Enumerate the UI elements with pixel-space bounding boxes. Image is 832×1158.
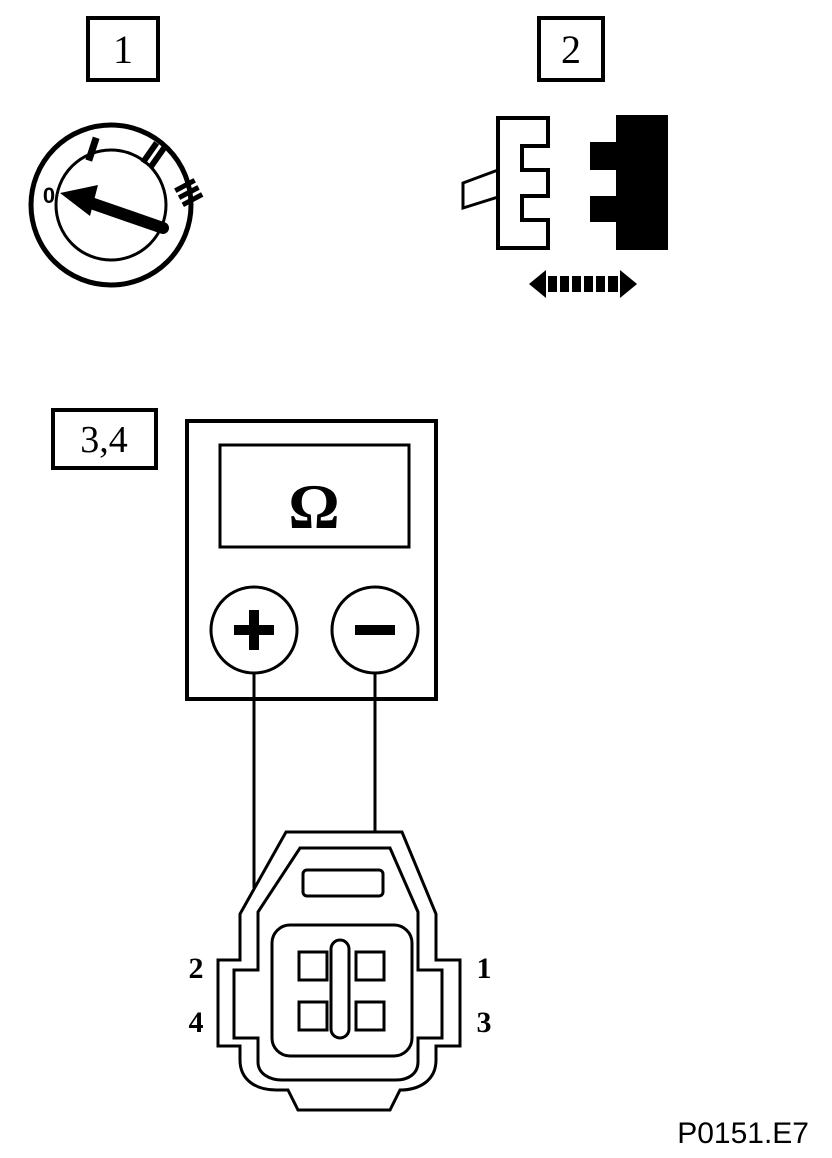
step-3-4-label: 3,4 bbox=[80, 419, 128, 461]
connector-pin-2 bbox=[297, 950, 329, 982]
pin-label-3: 3 bbox=[477, 1006, 492, 1039]
key-pointer-icon bbox=[60, 185, 169, 234]
connector-pin-3 bbox=[354, 1000, 386, 1032]
minus-icon bbox=[355, 625, 395, 635]
step-2-group: 2 bbox=[461, 16, 668, 298]
step-2-label: 2 bbox=[561, 27, 581, 72]
step-1-label-box bbox=[86, 16, 160, 82]
double-arrow-icon bbox=[529, 270, 637, 298]
ignition-switch-icon: 0 bbox=[28, 122, 204, 288]
step-1-group: 1 0 bbox=[28, 16, 204, 288]
pin-label-1: 1 bbox=[477, 952, 492, 985]
connector-disconnect-icon bbox=[461, 115, 668, 298]
figure-code: P0151.E7 bbox=[677, 1117, 809, 1150]
ignition-position-III bbox=[174, 178, 204, 207]
ignition-position-II bbox=[140, 141, 167, 170]
connector-pin-1 bbox=[354, 950, 386, 982]
meter-display bbox=[218, 443, 411, 549]
connector-half-right bbox=[590, 115, 668, 250]
ignition-position-I bbox=[85, 136, 100, 162]
meter-ohm-symbol: Ω bbox=[288, 471, 339, 542]
connector-pin-4 bbox=[297, 1000, 329, 1032]
pin-label-4: 4 bbox=[189, 1006, 204, 1039]
connector-half-left bbox=[496, 116, 550, 250]
connector-lock-tab bbox=[301, 868, 385, 898]
pin-label-2: 2 bbox=[189, 952, 204, 985]
ignition-position-0: 0 bbox=[43, 183, 55, 208]
step-2-label-box bbox=[537, 16, 605, 82]
latch-tab bbox=[461, 167, 500, 211]
step-3-4-label-box bbox=[51, 408, 158, 470]
sensor-connector-icon bbox=[216, 830, 462, 1112]
ohmmeter-icon: Ω bbox=[185, 419, 438, 701]
connector-center-rib bbox=[329, 938, 351, 1040]
step-3-4-group: 3,4 Ω bbox=[51, 408, 492, 1112]
plus-icon bbox=[234, 610, 274, 650]
step-1-label: 1 bbox=[113, 27, 133, 72]
